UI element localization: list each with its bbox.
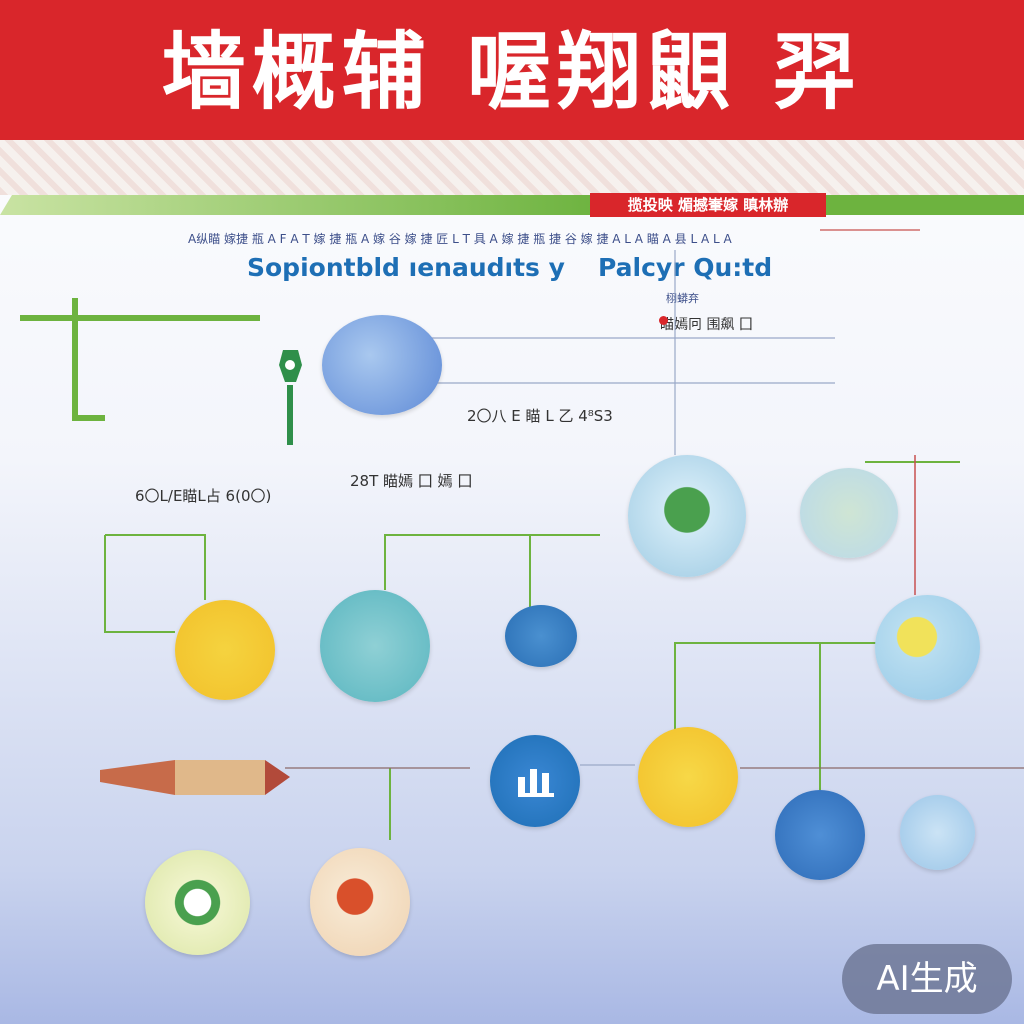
caption-line: A纵瞄 嫁捷 瓶 A F A T 嫁 捷 瓶 A 嫁 谷 嫁 捷 匠 L T 具… (188, 232, 732, 246)
document-icon (175, 600, 275, 700)
ledger-icon (638, 727, 738, 827)
count-code-label: 28T 瞄嫣 囗 嫣 囗 (350, 472, 473, 490)
year-code-label: 2〇八 E 瞄 L 乙 4⁸S3 (467, 407, 613, 425)
coin-icon (145, 850, 250, 955)
ai-generated-badge: AI生成 (842, 944, 1012, 1014)
section-tag: 揽投映 煝撼輋嫁 瞋林辦 (590, 193, 826, 217)
green-ribbon-right (826, 195, 1024, 215)
key-gate-icon (279, 350, 302, 445)
legend-dot (659, 316, 668, 325)
workshop-icon (775, 790, 865, 880)
globe-icon (310, 848, 410, 956)
rate-code-label: 6〇L/E瞄L占 6(0〇) (135, 487, 272, 505)
building-icon (628, 455, 746, 577)
subtitle-right: Palcyr Qu:td (598, 253, 773, 282)
diamond-icon (900, 795, 975, 870)
bar-chart-icon (490, 735, 580, 827)
tower-icon (505, 605, 577, 667)
pencil-icon (100, 760, 290, 795)
gate-icon (322, 315, 442, 415)
ornament-strip (0, 140, 1024, 195)
factory-icon (800, 468, 898, 558)
certificate-icon (875, 595, 980, 700)
subtitle-left: Sopiontbld ıenaudıts y (247, 253, 565, 282)
page-title: 墙概辅 喔翔鼰 羿 (161, 22, 863, 121)
legend-label: 瞄嫣冋 围飙 囗 (660, 317, 753, 333)
header-banner: 墙概辅 喔翔鼰 羿 (0, 0, 1024, 140)
exhibit-icon (320, 590, 430, 702)
legend-small: 栩蟒弃 (666, 292, 699, 305)
green-ribbon (0, 195, 600, 215)
